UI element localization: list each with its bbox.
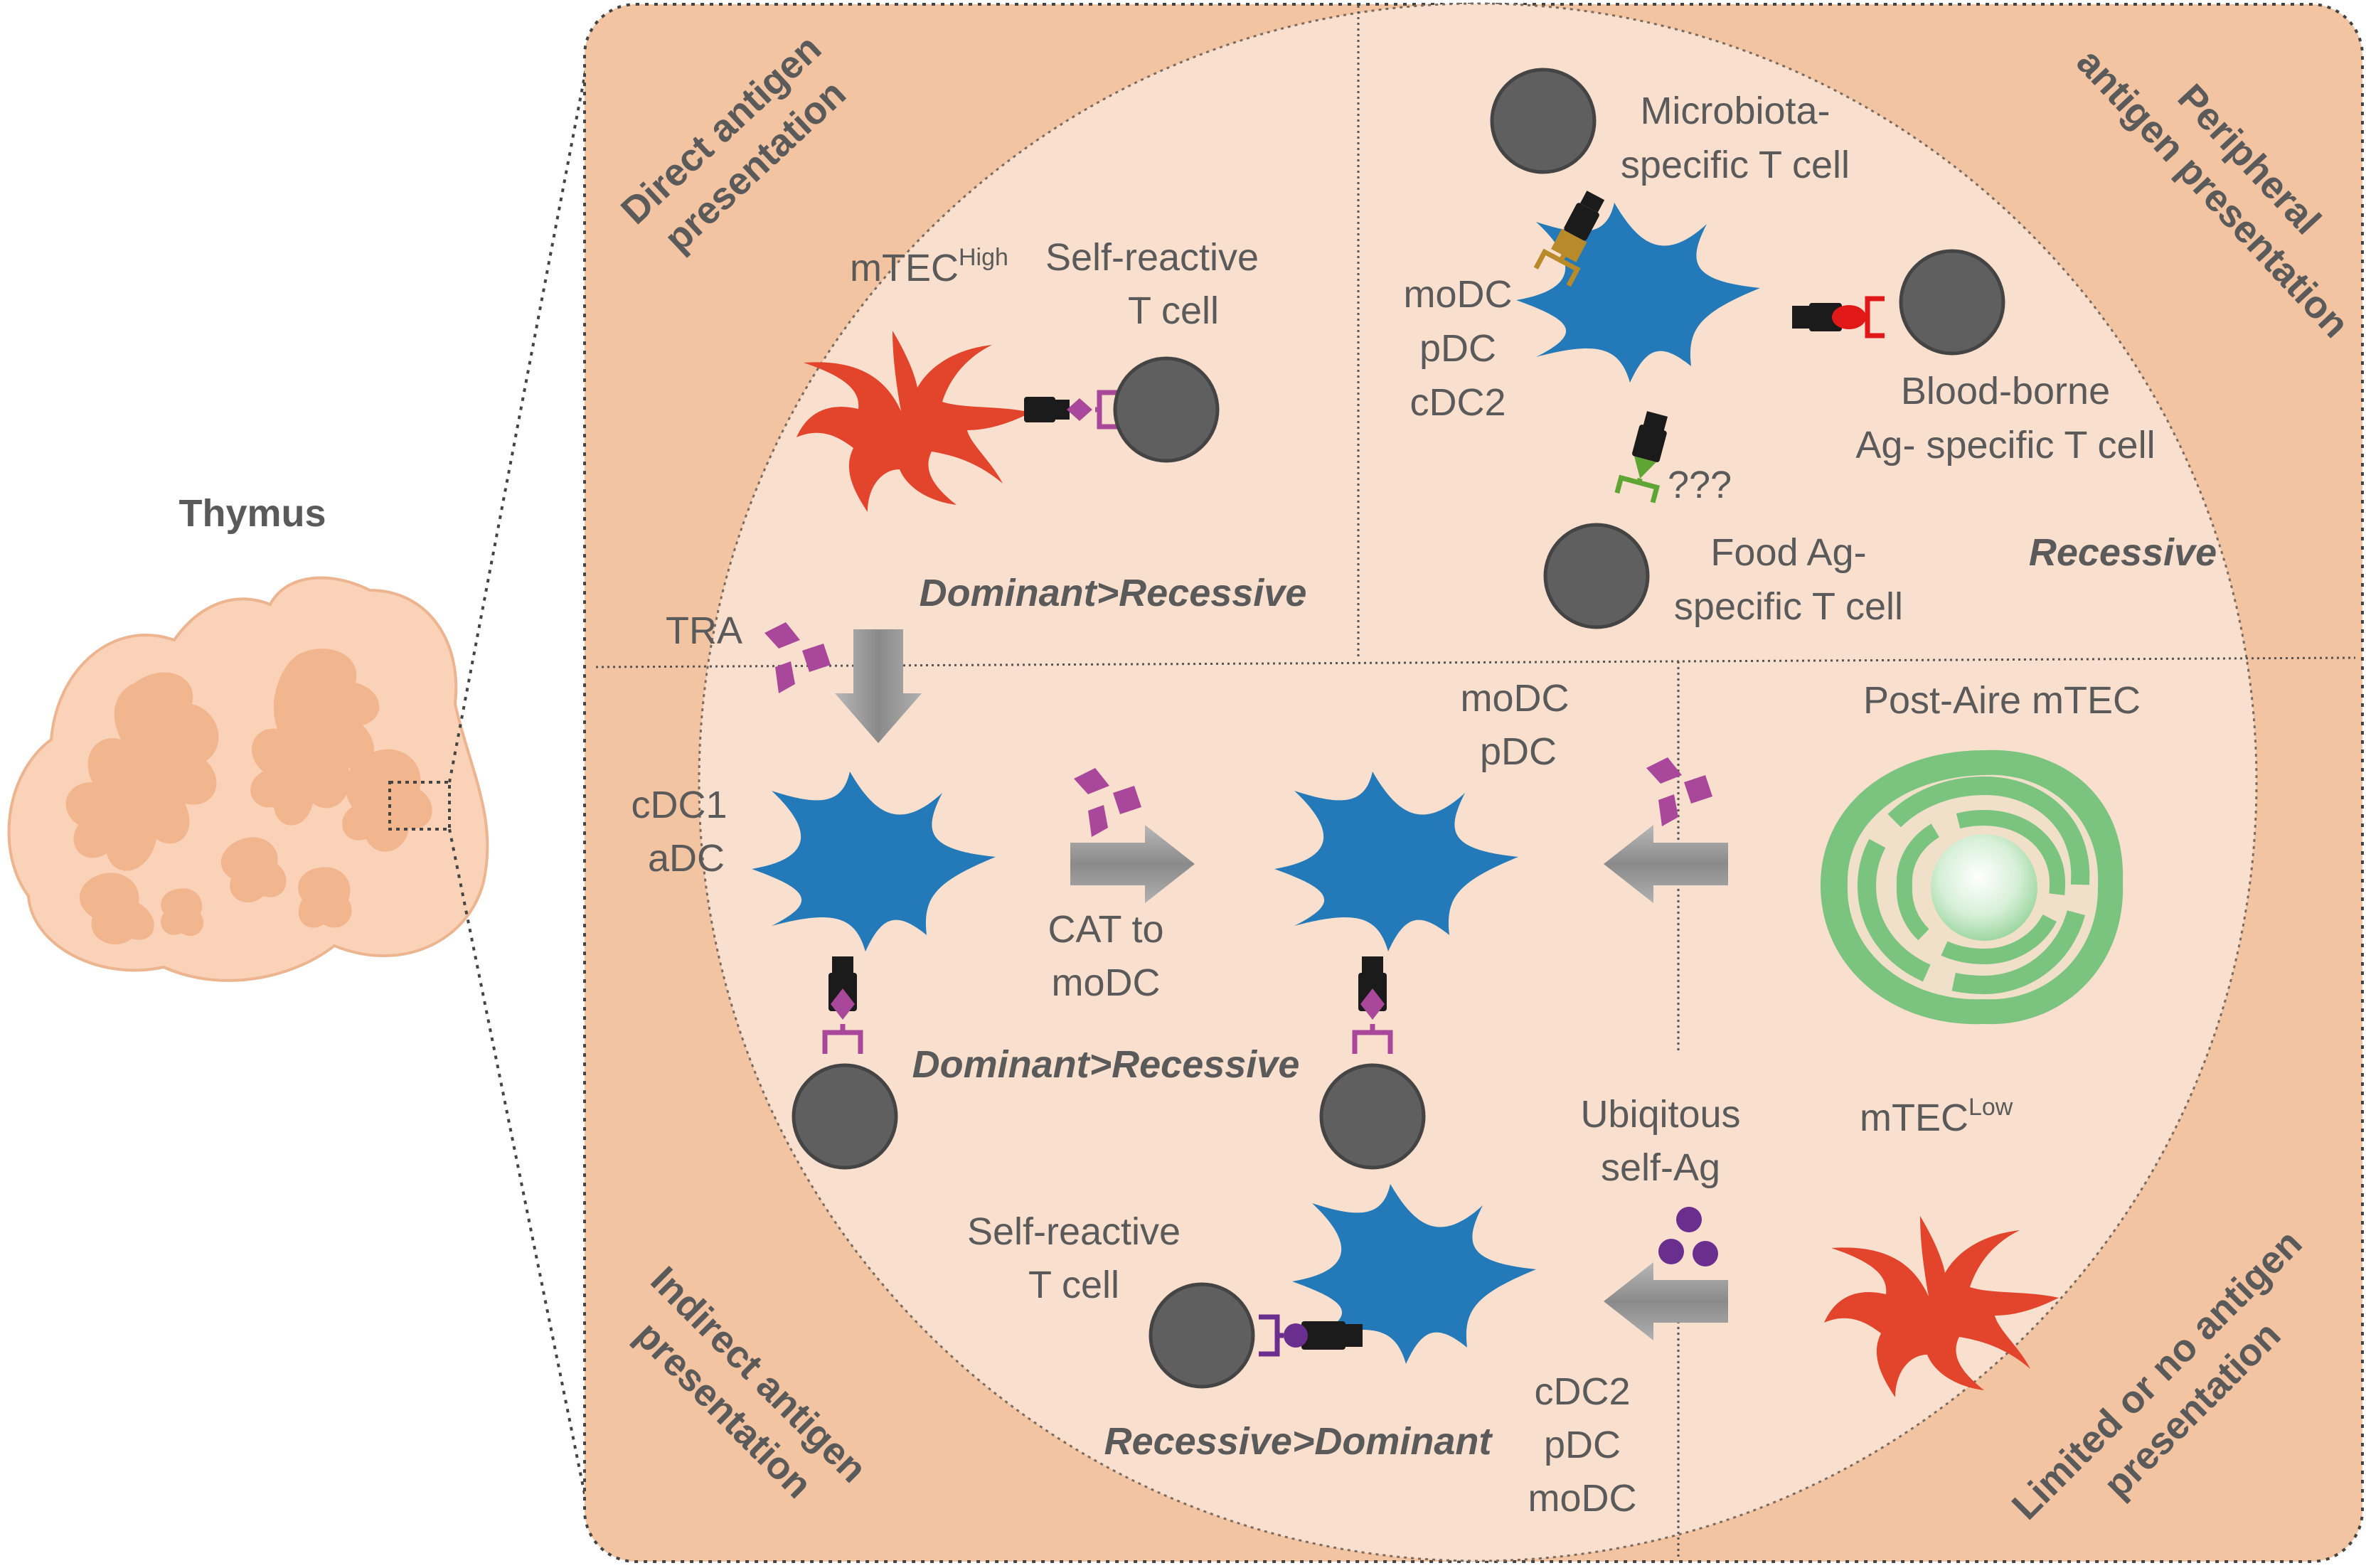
postaire-arrow (1604, 825, 1728, 903)
food-label-line2: specific T cell (1674, 585, 1903, 628)
mtec-low-label: mTECLow (1860, 1094, 2013, 1139)
modc-label-line1: moDC (1460, 677, 1569, 720)
indirect-receptor-3 (1259, 1314, 1363, 1357)
cdc1-label-line1: cDC1 (631, 784, 727, 826)
direct-quadrant: mTECHigh Self-reactive T cell Dominant>R… (666, 236, 1306, 743)
indirect-tolerance-bottom: Recessive>Dominant (1104, 1420, 1493, 1463)
mtec-high-label: mTECHigh (850, 244, 1008, 289)
ubiq-label-line2: self-Ag (1601, 1146, 1720, 1189)
down-arrow (835, 629, 922, 743)
food-tcell (1543, 523, 1650, 629)
cdc2-label-line2: pDC (1544, 1424, 1621, 1466)
indirect-quadrant: cDC1 aDC CAT to moDC moDC pDC Dominant>R… (631, 677, 1728, 1520)
postaire-mtec-cell (1821, 750, 2123, 1025)
zoom-line-bottom (448, 828, 593, 1530)
zoom-box (388, 781, 451, 831)
cdc1-label-line2: aDC (648, 837, 725, 880)
peripheral-tolerance: Recessive (2029, 531, 2217, 574)
cdc2-label-line1: cDC2 (1534, 1370, 1630, 1413)
detail-circle (698, 2, 2258, 1562)
peripheral-dc-line2: pDC (1419, 327, 1496, 370)
peripheral-quadrant: moDC pDC cDC2 Microbiota- specific T cel… (1403, 68, 2217, 629)
cat-label-line1: CAT to (1048, 908, 1163, 951)
indirect-receptor-1 (822, 956, 863, 1054)
unknown-label: ??? (1668, 464, 1732, 506)
food-label-line1: Food Ag- (1710, 531, 1866, 574)
indirect-tcell-label-line1: Self-reactive (967, 1210, 1181, 1253)
tra-particles (764, 622, 831, 693)
thymus-title: Thymus (178, 492, 326, 535)
limited-quadrant: Post-Aire mTEC Ubiqitous self-Ag mTECLow (1580, 679, 2141, 1397)
microbiota-tcell (1490, 68, 1597, 174)
tra-label: TRA (666, 609, 742, 652)
cdc2-label-line3: moDC (1528, 1477, 1636, 1520)
blood-label-line2: Ag- specific T cell (1855, 424, 2155, 466)
indirect-tcell-2 (1319, 1063, 1426, 1170)
ubiq-label-line1: Ubiqitous (1580, 1093, 1740, 1136)
direct-receptor (1024, 390, 1118, 430)
blood-borne-tcell (1899, 249, 2005, 356)
cat-particles (1074, 768, 1141, 837)
cat-arrow (1070, 825, 1195, 903)
microbiota-receptor (1533, 191, 1605, 287)
modc-label-line2: pDC (1480, 730, 1557, 773)
blood-label-line1: Blood-borne (1901, 370, 2110, 412)
indirect-receptor-2 (1352, 956, 1393, 1054)
postaire-label: Post-Aire mTEC (1863, 679, 2141, 722)
food-receptor (1614, 411, 1668, 503)
indirect-tcell-1 (792, 1063, 898, 1170)
thymus-medulla (65, 649, 432, 945)
indirect-tolerance-top: Dominant>Recessive (912, 1043, 1300, 1086)
cat-label-line2: moDC (1051, 961, 1160, 1004)
tra-peptide (1067, 398, 1092, 421)
ubiq-particles (1658, 1207, 1718, 1266)
microbiota-label-line1: Microbiota- (1640, 90, 1830, 132)
indirect-tcell-3 (1149, 1282, 1255, 1389)
zoom-line-top (448, 38, 593, 783)
microbiota-label-line2: specific T cell (1621, 144, 1850, 186)
direct-tolerance: Dominant>Recessive (920, 572, 1307, 614)
peripheral-dc-line3: cDC2 (1410, 381, 1506, 424)
direct-tcell-label-line2: T cell (1128, 289, 1219, 332)
indirect-tcell-label-line2: T cell (1028, 1264, 1119, 1306)
ubiq-arrow (1604, 1262, 1728, 1340)
postaire-particles (1646, 757, 1712, 826)
direct-tcell-label-line1: Self-reactive (1045, 236, 1259, 279)
blood-receptor (1792, 296, 1885, 338)
self-reactive-tcell-top (1113, 356, 1220, 463)
thymus-organ (7, 576, 489, 982)
peripheral-dc-line1: moDC (1403, 273, 1512, 316)
